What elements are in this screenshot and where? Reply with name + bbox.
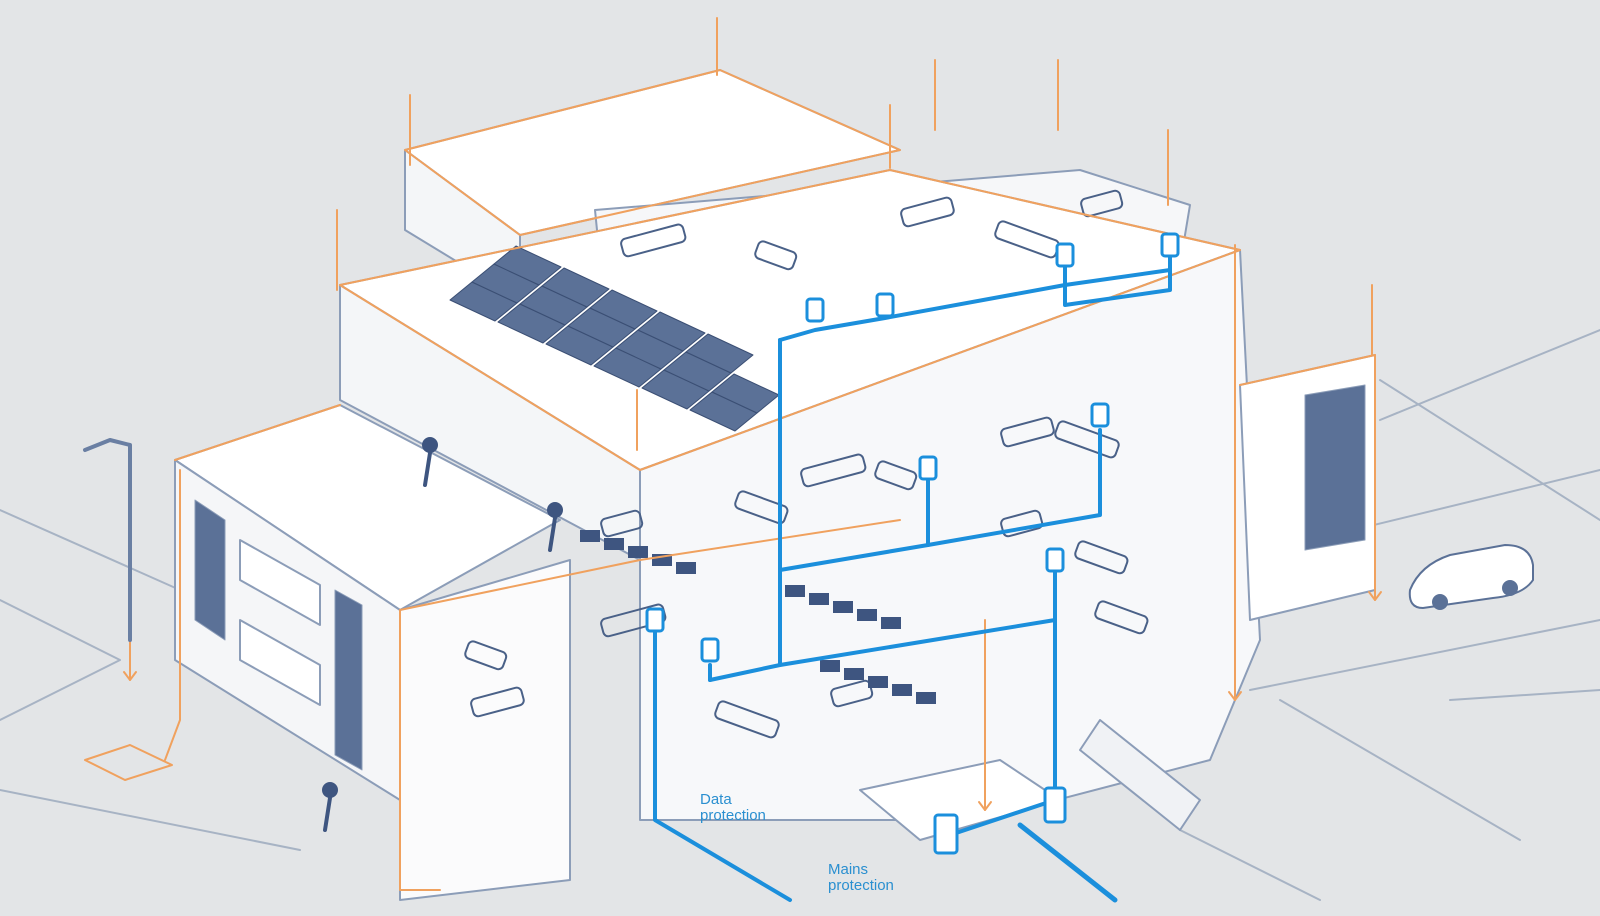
street-line (1449, 689, 1600, 701)
furniture-cluster (1094, 600, 1149, 635)
furniture-cluster (1080, 189, 1124, 218)
person-body (548, 516, 557, 552)
roof-conductor (174, 404, 341, 461)
desk (785, 585, 805, 597)
down-conductor (164, 469, 181, 761)
surge-protection-device (1090, 402, 1110, 428)
person-icon (422, 437, 438, 453)
data-line (653, 628, 792, 902)
furniture-cluster (900, 196, 955, 228)
label-line: protection (828, 877, 894, 894)
person-icon (547, 502, 563, 518)
arrow-icon (1228, 691, 1242, 701)
solar-panel (541, 267, 610, 308)
furniture-cluster (830, 679, 874, 708)
surge-protection-device (645, 607, 665, 633)
car-wheel (1432, 594, 1448, 610)
furniture-cluster (464, 640, 508, 671)
right-wing-window (1304, 384, 1366, 551)
desk (676, 562, 696, 574)
solar-panel (637, 311, 706, 352)
label-line: protection (700, 807, 766, 824)
roof-conductor (404, 69, 901, 236)
desk (809, 593, 829, 605)
roof-conductor (399, 519, 901, 611)
network-line (778, 268, 1172, 342)
furniture-cluster (874, 460, 918, 491)
street-line (1379, 379, 1600, 521)
desk (881, 617, 901, 629)
label-line: Data (700, 791, 732, 808)
street-line (0, 599, 121, 721)
left-window (194, 499, 226, 641)
desk (833, 601, 853, 613)
network-line (1063, 253, 1172, 307)
desk (844, 668, 864, 680)
person-body (323, 796, 332, 832)
lamp-post (83, 438, 132, 642)
surge-protection-device (1045, 547, 1065, 573)
mains-spd (1043, 786, 1067, 824)
arrow-icon (978, 801, 992, 811)
roof-conductor (339, 169, 1241, 471)
furniture-cluster (714, 700, 780, 739)
furniture-cluster (734, 490, 789, 525)
surge-protection-device (1160, 232, 1180, 258)
furniture-cluster (1074, 540, 1129, 575)
car-icon (1408, 543, 1534, 610)
down-conductor (399, 609, 441, 891)
person-body (423, 451, 432, 487)
furniture-cluster (620, 223, 687, 258)
furniture-cluster (754, 240, 798, 271)
car-wheel (1502, 580, 1518, 596)
surge-protection-device (700, 637, 720, 663)
earth-termination (84, 744, 173, 781)
mains-protection-label: Mains protection (828, 862, 894, 894)
desk (604, 538, 624, 550)
surge-protection-device (875, 292, 895, 318)
solar-panel (685, 333, 754, 374)
front-wall (399, 559, 571, 901)
network-line (778, 428, 1102, 572)
left-window (334, 589, 363, 771)
solar-panel (493, 245, 562, 286)
window-frame (239, 619, 321, 706)
street-line (0, 509, 181, 591)
data-protection-label: Data protection (700, 792, 766, 824)
surge-protection-device (805, 297, 825, 323)
furniture-cluster (600, 509, 644, 538)
surge-protection-device (918, 455, 938, 481)
desk (916, 692, 936, 704)
desk (857, 609, 877, 621)
furniture-cluster (1000, 509, 1044, 538)
server-rack (1079, 719, 1201, 831)
street-line (1179, 829, 1321, 901)
desk (820, 660, 840, 672)
street-line (1279, 699, 1521, 841)
furniture-cluster (800, 453, 867, 488)
arrow-icon (123, 671, 137, 681)
surge-protection-device (1055, 242, 1075, 268)
label-line: Mains (828, 861, 869, 878)
person-icon (322, 782, 338, 798)
mains-spd (933, 813, 959, 855)
roof-conductor (1239, 354, 1376, 386)
arrow-icon (1368, 591, 1382, 601)
furniture-cluster (1054, 420, 1120, 459)
street-line (1379, 329, 1600, 421)
desk (628, 546, 648, 558)
mains-feed (1017, 822, 1118, 903)
desk (892, 684, 912, 696)
furniture-cluster (470, 686, 525, 718)
window-frame (239, 539, 321, 626)
street-line (0, 789, 301, 851)
solar-panel (589, 289, 658, 330)
desk (580, 530, 600, 542)
street-line (1249, 619, 1600, 691)
furniture-cluster (1000, 416, 1055, 448)
desk (868, 676, 888, 688)
